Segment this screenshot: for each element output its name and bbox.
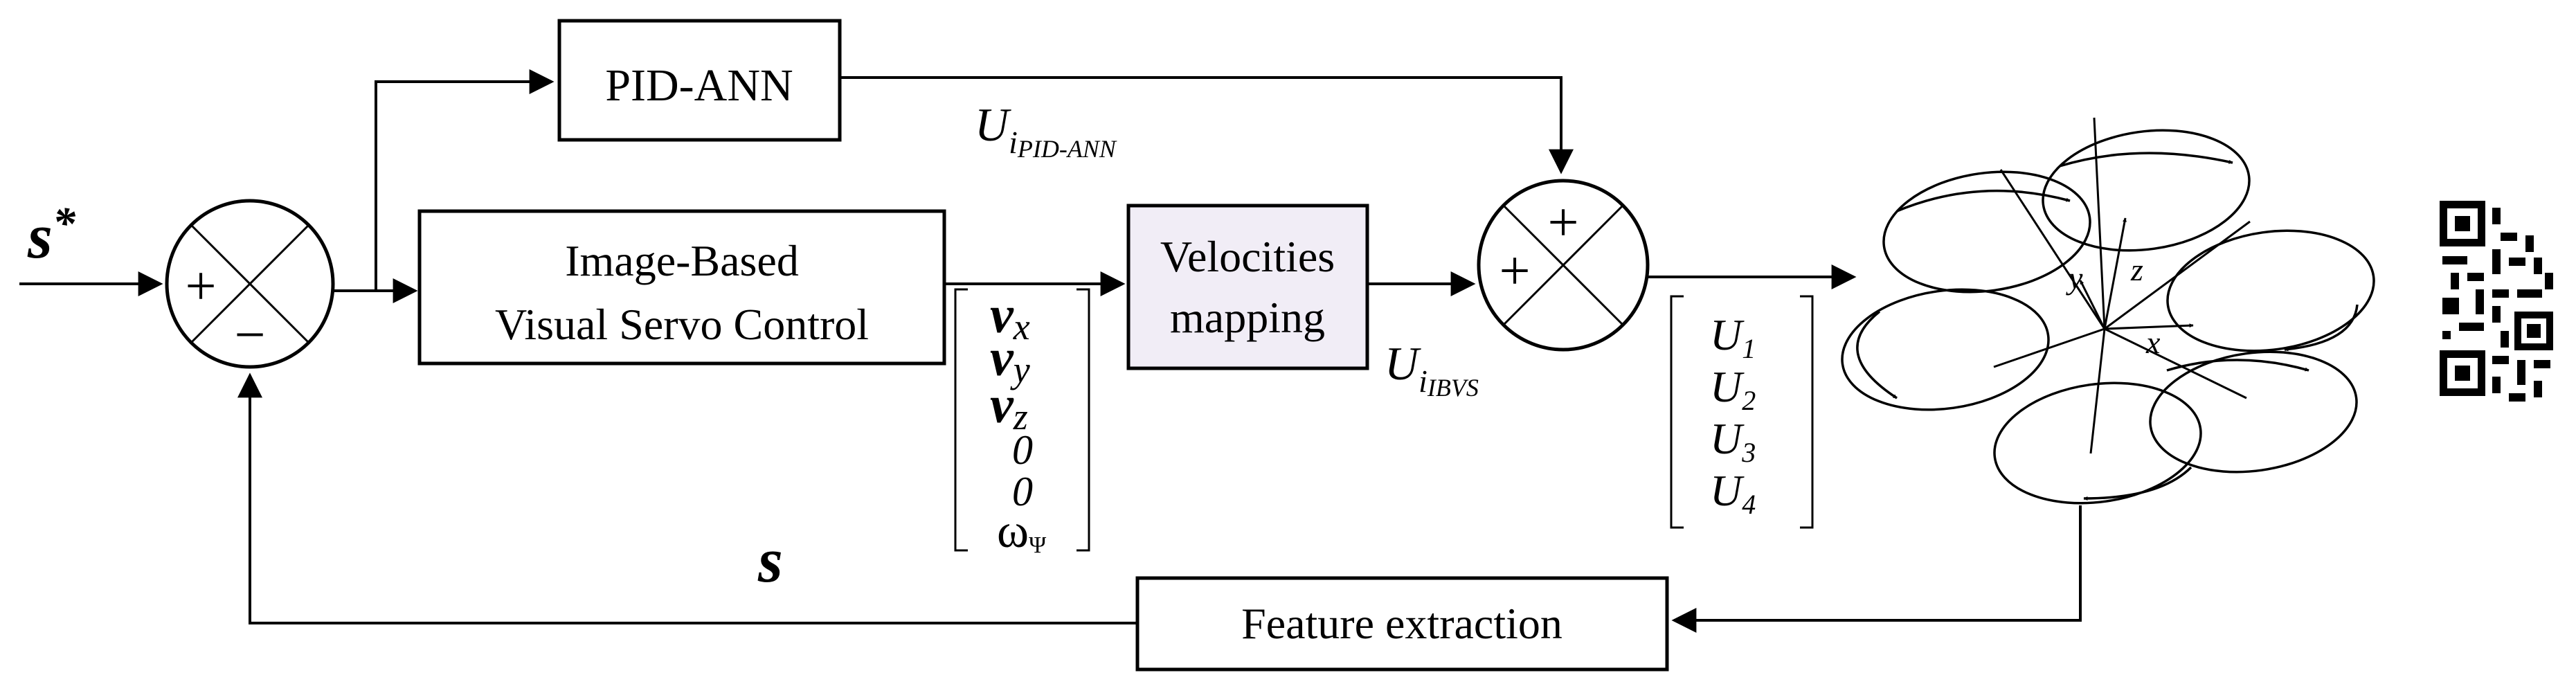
drone-y-axis: [2079, 280, 2106, 330]
velocities-label-line1: Velocities: [1160, 232, 1335, 281]
velocity-entry-zero-1: 0: [1012, 427, 1033, 473]
sum2-top-plus-sign: +: [1547, 192, 1578, 253]
hexacopter-icon: z y x: [1841, 117, 2375, 505]
control-entry-u2: U2: [1710, 362, 1756, 416]
pid-ann-label: PID-ANN: [605, 60, 793, 111]
velocity-entry-zero-2: 0: [1012, 469, 1033, 514]
feedback-signal-label: s: [757, 525, 783, 595]
drone-y-label: y: [2066, 260, 2083, 296]
propeller-3: [2166, 229, 2375, 352]
velocity-entry-vz: vz: [990, 376, 1028, 438]
ibvs-label-line1: Image-Based: [565, 236, 799, 285]
control-entry-u3: U3: [1710, 414, 1756, 468]
propeller-1: [1882, 170, 2091, 294]
sum1-minus-sign: −: [234, 305, 265, 366]
propeller-4: [1841, 288, 2050, 411]
velocities-mapping-block: Velocities mapping: [1126, 204, 1369, 370]
propeller-5: [1993, 381, 2202, 505]
velocities-label-line2: mapping: [1170, 293, 1325, 342]
u-pid-ann-label: UiPID-ANN: [975, 98, 1117, 163]
pid-ann-block: PID-ANN: [557, 19, 842, 142]
ibvs-label-line2: Visual Servo Control: [495, 300, 869, 349]
velocity-entry-omega: ωΨ: [997, 505, 1046, 558]
pid-to-sum2-wire: [840, 76, 1574, 174]
summing-junction-1: + −: [165, 199, 335, 369]
drone-x-label: x: [2145, 325, 2161, 360]
feature-extraction-block: Feature extraction: [1135, 576, 1669, 672]
qr-code-icon: [2440, 201, 2553, 402]
control-left-bracket: [1670, 295, 1684, 529]
control-entry-u4: U4: [1710, 466, 1756, 520]
velocity-vector: vx vy vz 0 0 ωΨ: [954, 286, 1090, 558]
velocity-entry-vx: vx: [990, 286, 1030, 348]
sum2-left-plus-sign: +: [1499, 241, 1530, 302]
propeller-6: [2149, 350, 2358, 474]
drone-to-feature-wire: [1671, 505, 2082, 633]
reference-signal-label: s*: [27, 198, 76, 271]
sum1-to-pid-wire: [375, 69, 555, 291]
u-ibvs-label: UiIBVS: [1385, 337, 1479, 402]
control-right-bracket: [1800, 295, 1814, 529]
drone-z-axis: [2103, 217, 2127, 330]
sum1-plus-sign: +: [185, 256, 216, 317]
summing-junction-2: + +: [1477, 179, 1650, 352]
velocity-left-bracket: [954, 288, 968, 552]
feature-extraction-label: Feature extraction: [1241, 599, 1562, 648]
ibvs-block: Image-Based Visual Servo Control: [417, 209, 946, 366]
velocity-right-bracket: [1077, 288, 1090, 552]
drone-z-label: z: [2130, 252, 2143, 287]
control-vector: U1 U2 U3 U4: [1670, 295, 1814, 529]
feature-to-sum1-wire: [237, 372, 1137, 624]
propeller-2: [2042, 129, 2251, 252]
control-entry-u1: U1: [1710, 310, 1756, 364]
drone-x-axis: [2104, 323, 2194, 330]
velocity-entry-vy: vy: [990, 329, 1030, 390]
